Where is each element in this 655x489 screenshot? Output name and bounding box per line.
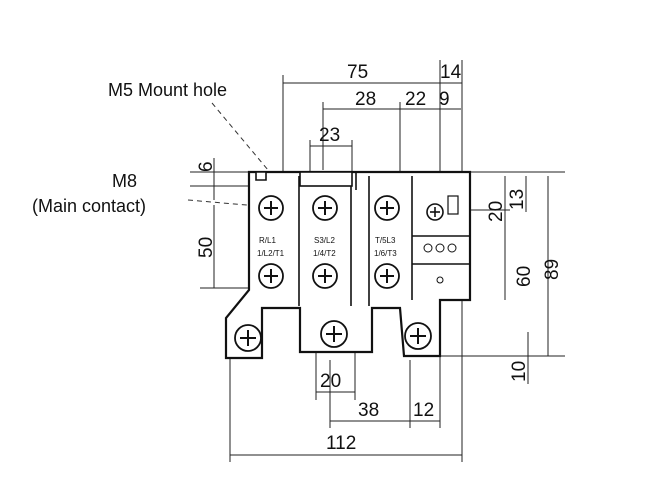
dim-10: 10 (509, 361, 530, 382)
screws (234, 195, 459, 352)
dim-28: 28 (355, 89, 376, 110)
terminal-2-top-label: S3/L2 (314, 236, 335, 245)
main-contact-desc-label: (Main contact) (32, 196, 146, 216)
dimension-lines (187, 60, 565, 462)
dim-13: 13 (507, 189, 528, 210)
top-cover-strip (299, 171, 353, 187)
dim-112: 112 (326, 433, 356, 454)
leader-mount-hole (211, 102, 269, 171)
leader-main-contact (187, 199, 259, 207)
dim-38: 38 (358, 400, 379, 421)
screw-top-1 (258, 195, 284, 221)
screw-top-2 (312, 195, 338, 221)
terminal-1-top-label: R/L1 (259, 236, 276, 245)
main-contact-size-label: M8 (112, 171, 137, 191)
mount-hole (255, 171, 267, 181)
screw-mid-1 (258, 263, 284, 289)
terminal-1-bottom-label: 1/L2/T1 (257, 249, 285, 258)
dim-60: 60 (514, 266, 535, 287)
dim-50: 50 (196, 237, 217, 258)
relay-body (224, 170, 472, 360)
dim-20-right: 20 (486, 201, 507, 222)
screw-top-3 (374, 195, 400, 221)
dim-23: 23 (319, 125, 340, 146)
screw-bot-1 (234, 324, 262, 352)
aux-contact-block (447, 195, 459, 215)
terminal-2-bottom-label: 1/4/T2 (313, 249, 336, 258)
terminal-3-top-label: T/5L3 (375, 236, 396, 245)
screw-bot-3 (404, 322, 432, 350)
dimension-values: 75 14 28 22 9 23 6 50 20 13 60 89 10 20 … (196, 62, 563, 454)
terminal-3-bottom-label: 1/6/T3 (374, 249, 397, 258)
dim-6: 6 (196, 161, 217, 172)
screw-mid-2 (312, 263, 338, 289)
dim-9: 9 (439, 89, 450, 110)
screw-mid-3 (374, 263, 400, 289)
mount-hole-label: M5 Mount hole (108, 80, 227, 100)
dim-75: 75 (347, 62, 368, 83)
dim-12: 12 (413, 400, 434, 421)
dim-14: 14 (440, 62, 462, 83)
aux-coil-marks (423, 243, 457, 284)
dim-22: 22 (405, 89, 426, 110)
terminal-marks: R/L1 1/L2/T1 S3/L2 1/4/T2 T/5L3 1/6/T3 (257, 236, 397, 258)
aux-screw (426, 203, 444, 221)
body-outline (224, 170, 472, 360)
dim-89: 89 (542, 259, 563, 280)
dim-20-bottom: 20 (320, 371, 341, 392)
screw-bot-2 (320, 320, 348, 348)
